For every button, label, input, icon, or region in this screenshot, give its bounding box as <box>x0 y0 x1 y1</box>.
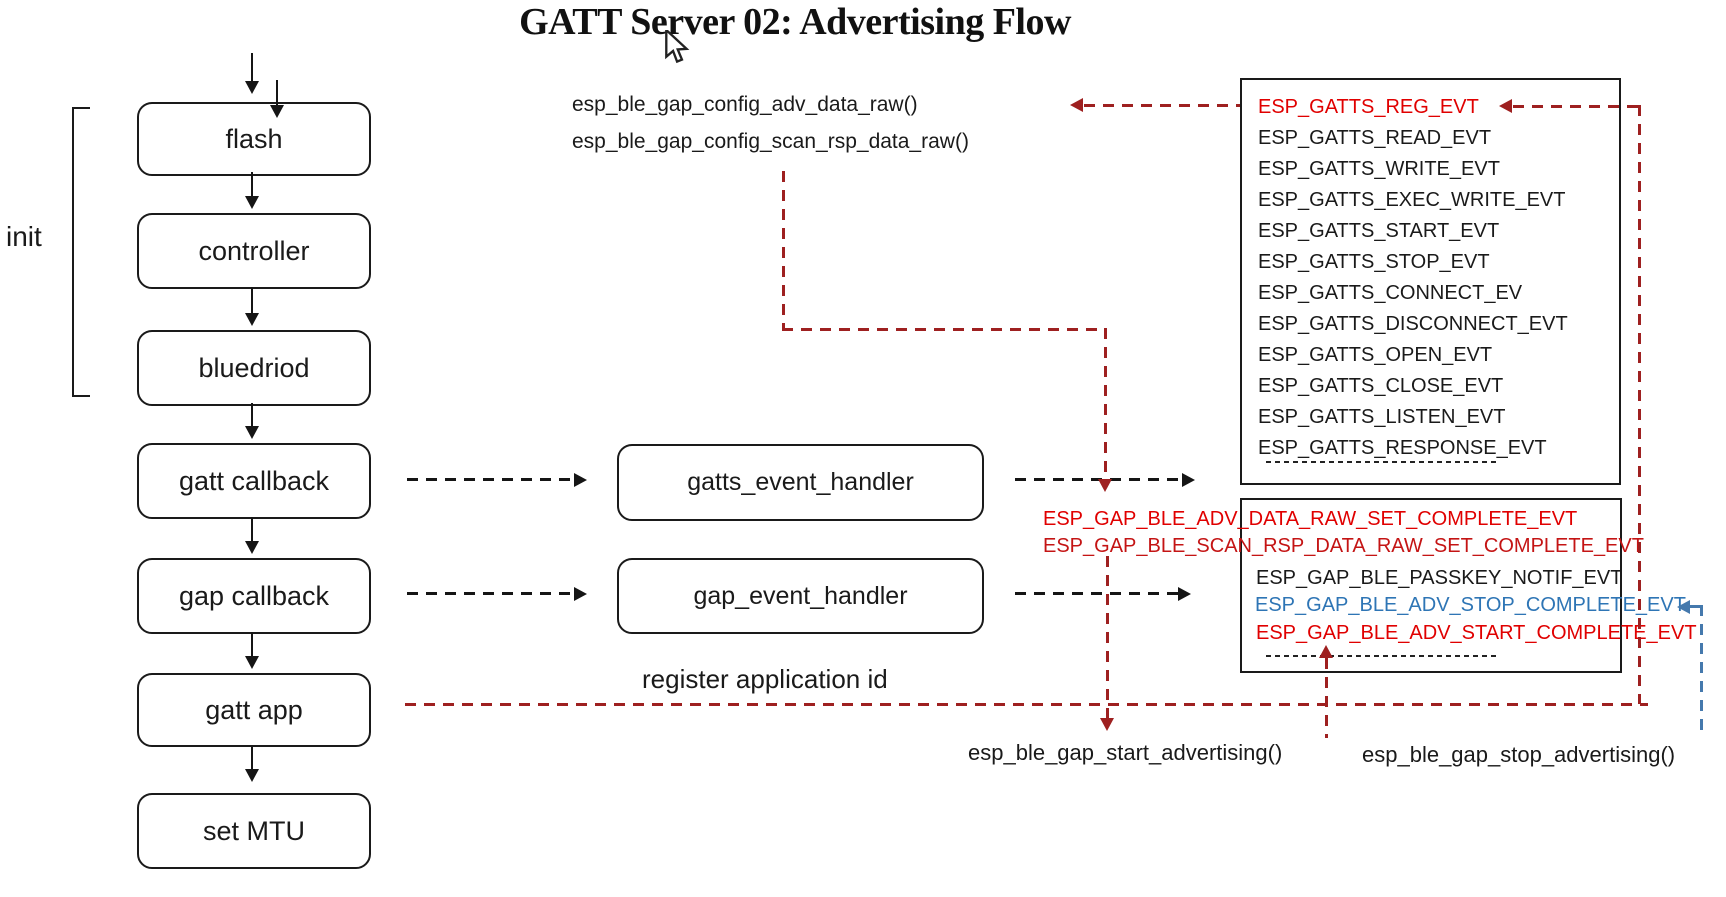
gap-events-panel <box>1240 498 1622 673</box>
gap-overlay-event-scan-rsp: ESP_GAP_BLE_SCAN_RSP_DATA_RAW_SET_COMPLE… <box>1043 535 1644 557</box>
red-connector-start-adv-up <box>1325 658 1328 738</box>
red-arrowhead-to-start-adv <box>1100 718 1114 731</box>
flow-box-label: flash <box>225 123 283 154</box>
api-start-advertising-label: esp_ble_gap_start_advertising() <box>968 740 1283 765</box>
flow-arrow-line <box>251 747 253 770</box>
red-connector-regevt-to-config <box>1084 104 1240 107</box>
flow-arrow-line <box>251 287 253 314</box>
flow-box-label: controller <box>198 235 310 266</box>
red-connector-into-regevt <box>1513 105 1640 108</box>
flow-arrowhead <box>245 541 259 554</box>
mouse-cursor-icon <box>664 27 694 71</box>
flow-arrowhead <box>245 196 259 209</box>
flow-box-flash: flash <box>137 102 371 176</box>
page-title: GATT Server 02: Advertising Flow <box>519 1 1071 43</box>
red-arrowhead-to-complete-evt <box>1098 479 1112 492</box>
dashed-connector-gatt-callback-to-handler <box>407 478 574 481</box>
register-application-id-label: register application id <box>642 664 888 694</box>
flow-box-label: gatt callback <box>178 465 330 496</box>
red-arrowhead-to-start-complete <box>1319 645 1333 658</box>
flow-arrow-line <box>251 172 253 197</box>
flow-arrow-line <box>251 517 253 542</box>
init-bracket <box>72 107 90 397</box>
flow-arrowhead <box>245 81 259 94</box>
flow-box-set-mtu: set MTU <box>137 793 371 869</box>
handler-box-label: gap_event_handler <box>693 581 908 610</box>
gatts-panel-ellipsis <box>1266 461 1500 464</box>
flow-arrow-line <box>251 632 253 657</box>
flow-box-gatt-callback: gatt callback <box>137 443 371 519</box>
dashed-connector-gap-callback-to-handler <box>407 592 574 595</box>
flow-arrow-line <box>251 53 253 82</box>
dashed-connector-arrowhead <box>574 587 587 601</box>
red-connector-config-down <box>782 171 785 329</box>
red-connector-config-drop <box>1104 328 1107 479</box>
gap-event-item-red: ESP_GAP_BLE_ADV_START_COMPLETE_EVT <box>1256 622 1697 644</box>
flow-arrowhead <box>270 105 284 118</box>
red-arrowhead-into-regevt <box>1499 99 1512 113</box>
red-connector-to-start-adv <box>1106 556 1109 718</box>
api-config-adv-label: esp_ble_gap_config_adv_data_raw() <box>572 93 918 116</box>
blue-connector-horizontal <box>1690 605 1703 608</box>
flow-box-label: bluedriod <box>198 352 310 383</box>
handler-box-label: gatts_event_handler <box>687 468 914 496</box>
gatts-event-item: ESP_GATTS_STOP_EVT <box>1258 251 1490 273</box>
flow-arrowhead <box>245 656 259 669</box>
gatts-events-list: ESP_GATTS_REG_EVT ESP_GATTS_READ_EVT ESP… <box>1242 80 1619 464</box>
gap-overlay-event-adv-data: ESP_GAP_BLE_ADV_DATA_RAW_SET_COMPLETE_EV… <box>1043 508 1578 530</box>
api-config-scan-rsp-label: esp_ble_gap_config_scan_rsp_data_raw() <box>572 130 969 153</box>
gatts-event-item: ESP_GATTS_READ_EVT <box>1258 127 1492 149</box>
dashed-connector-arrowhead <box>1178 587 1191 601</box>
flow-box-gap-callback: gap callback <box>137 558 371 634</box>
dashed-connector-arrowhead <box>574 473 587 487</box>
gatts-event-item: ESP_GATTS_CLOSE_EVT <box>1258 375 1504 397</box>
gatts-event-item: ESP_GATTS_LISTEN_EVT <box>1258 406 1506 428</box>
blue-connector-vertical <box>1700 605 1703 730</box>
flow-arrow-line-secondary <box>276 80 278 106</box>
gatts-event-item: ESP_GATTS_EXEC_WRITE_EVT <box>1258 189 1566 211</box>
gap-panel-ellipsis <box>1266 655 1500 658</box>
dashed-connector-gap-handler-to-events <box>1015 592 1178 595</box>
flow-box-gatt-app: gatt app <box>137 673 371 747</box>
gatts-event-handler-box: gatts_event_handler <box>617 444 984 521</box>
red-arrowhead-to-config-calls <box>1070 98 1083 112</box>
dashed-connector-arrowhead <box>1182 473 1195 487</box>
gatts-event-item: ESP_GATTS_WRITE_EVT <box>1258 158 1500 180</box>
flow-box-label: set MTU <box>202 815 305 846</box>
flow-box-label: gatt app <box>205 694 303 725</box>
gap-event-item-blue: ESP_GAP_BLE_ADV_STOP_COMPLETE_EVT <box>1255 594 1686 616</box>
flow-box-bluedriod: bluedriod <box>137 330 371 406</box>
red-connector-register-vertical <box>1638 105 1641 704</box>
gatts-event-item: ESP_GATTS_RESPONSE_EVT <box>1258 437 1547 459</box>
gatts-event-item: ESP_GATTS_DISCONNECT_EVT <box>1258 313 1568 335</box>
blue-arrowhead-to-stop-complete <box>1677 600 1690 614</box>
flow-box-controller: controller <box>137 213 371 289</box>
api-stop-advertising-label: esp_ble_gap_stop_advertising() <box>1362 742 1676 767</box>
gatts-event-item: ESP_GATTS_REG_EVT <box>1258 96 1479 118</box>
red-connector-config-across <box>782 328 1106 331</box>
init-label: init <box>6 221 42 252</box>
flow-arrowhead <box>245 426 259 439</box>
red-connector-register-horizontal <box>405 703 1648 706</box>
gatts-event-item: ESP_GATTS_START_EVT <box>1258 220 1500 242</box>
flow-arrow-line <box>251 403 253 427</box>
flow-box-label: gap callback <box>178 580 330 611</box>
cursor-arrow-icon <box>665 27 690 64</box>
gap-event-handler-box: gap_event_handler <box>617 558 984 634</box>
flow-arrowhead <box>245 769 259 782</box>
flow-arrowhead <box>245 313 259 326</box>
gatts-event-item: ESP_GATTS_CONNECT_EV <box>1258 282 1523 304</box>
gap-event-item: ESP_GAP_BLE_PASSKEY_NOTIF_EVT <box>1256 567 1623 589</box>
gatts-event-item: ESP_GATTS_OPEN_EVT <box>1258 344 1493 366</box>
gatts-events-panel: ESP_GATTS_REG_EVT ESP_GATTS_READ_EVT ESP… <box>1240 78 1621 485</box>
